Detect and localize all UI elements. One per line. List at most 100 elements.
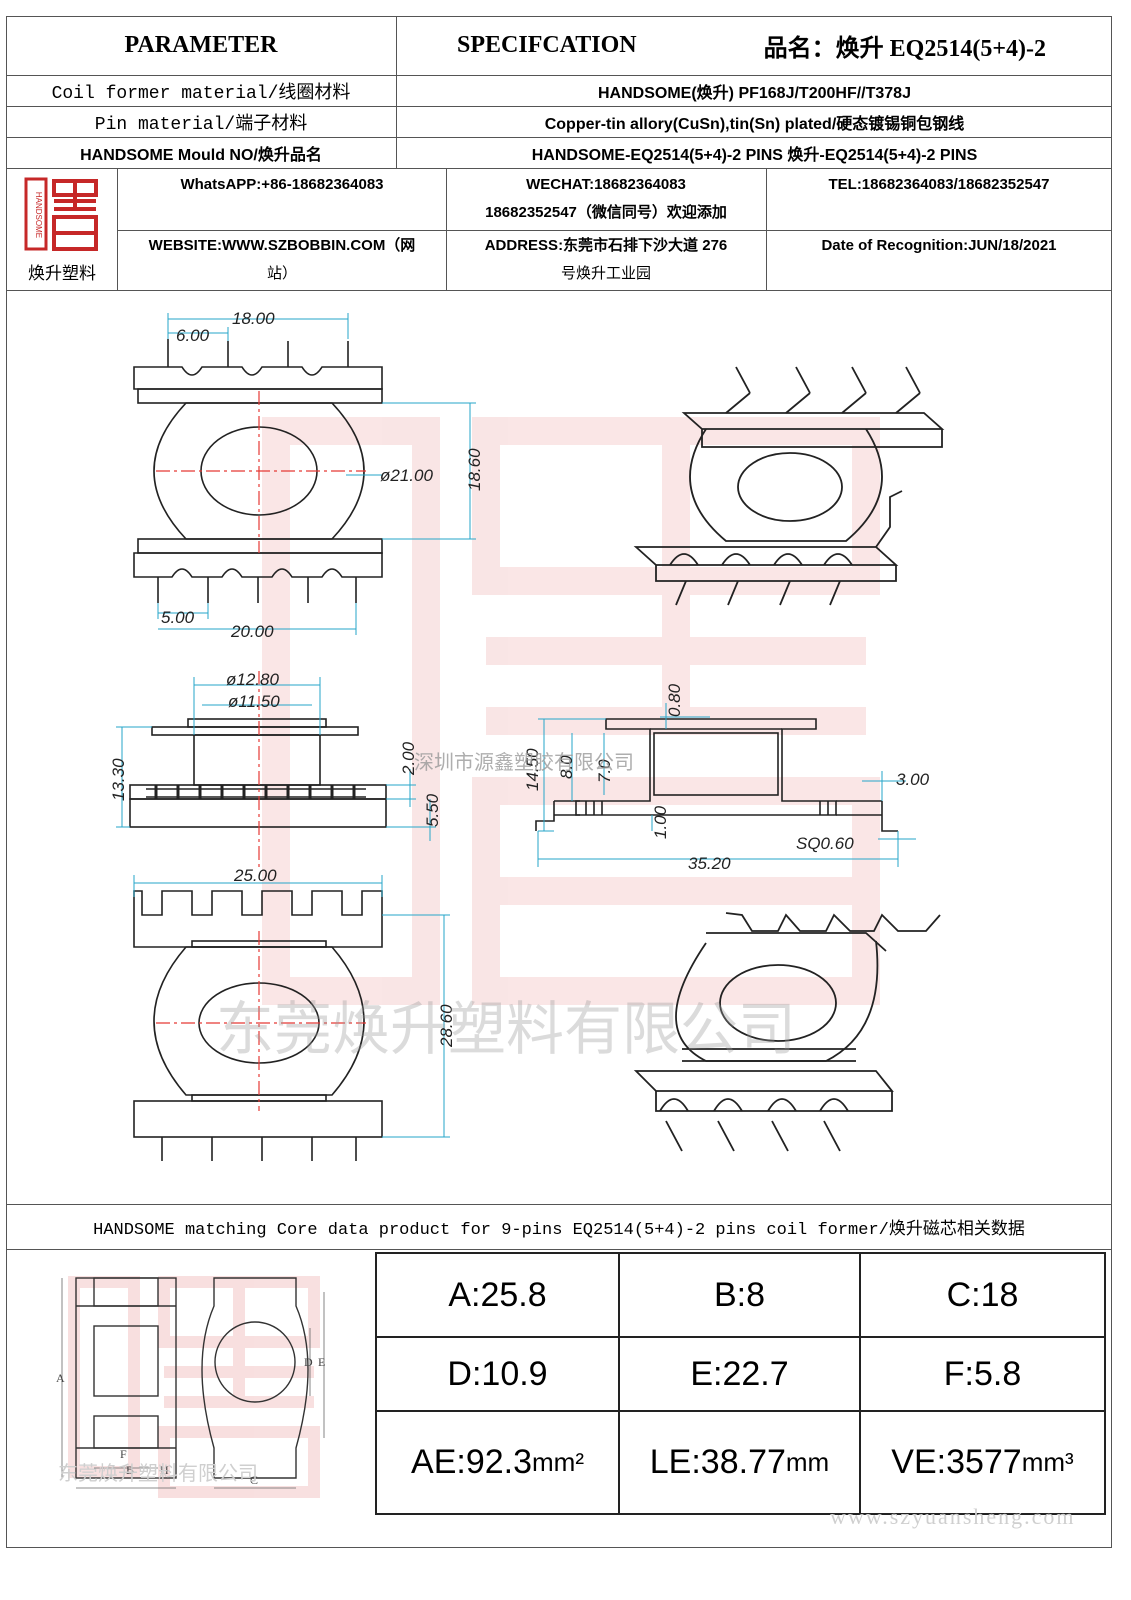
mould-row: HANDSOME Mould NO/焕升品名 HANDSOME-EQ2514(5… <box>6 138 1112 169</box>
material-row: Coil former material/线圈材料 HANDSOME(焕升) P… <box>6 76 1112 107</box>
product-name-value: 焕升 EQ2514(5+4)-2 <box>835 36 1046 62</box>
core-value-ae: AE:92.3 <box>411 1443 532 1481</box>
website-line-2: 站） <box>266 265 297 282</box>
core-label-d: D <box>304 1355 313 1369</box>
dim-pin-span: 35.20 <box>688 854 731 873</box>
address-line-2: 号焕升工业园 <box>560 265 651 282</box>
watermark-company-center: 深圳市源鑫塑胶有限公司 <box>414 750 634 774</box>
dim-winding-8: 8.0 <box>557 755 576 779</box>
dim-bottom-width: 20.00 <box>230 622 274 641</box>
dim-top-pitch: 6.00 <box>176 326 210 345</box>
core-cell-f: F:5.8 <box>861 1338 1104 1412</box>
address-line-1: ADDRESS:东莞市石排下沙大道 276 <box>484 237 728 254</box>
dim-outer-dia: ø12.80 <box>226 670 279 689</box>
core-data-title: HANDSOME matching Core data product for … <box>6 1205 1112 1250</box>
product-name-label: 品名： <box>763 36 836 62</box>
core-label-h: H <box>160 1463 169 1477</box>
core-dimension-lines <box>61 1278 325 1489</box>
dim-pin-offset: 1.00 <box>651 805 670 839</box>
core-top-view <box>201 1277 309 1479</box>
wechat-line-2: 18682352547（微信同号）欢迎添加 <box>485 204 727 221</box>
core-unit-ve: mm³ <box>1021 1447 1074 1477</box>
dim-base-width: 25.00 <box>233 866 277 885</box>
core-value-e: E:22.7 <box>690 1354 789 1393</box>
coil-material-label: Coil former material/线圈材料 <box>6 76 397 106</box>
specification-heading: SPECIFCATION <box>457 32 637 58</box>
logo-mark: HANDSOME <box>34 192 43 238</box>
dim-base-height: 5.50 <box>423 793 442 827</box>
contact-block: HANDSOME 焕升塑料 WhatsAPP:+86-18682364083 W… <box>6 169 1112 291</box>
top-view <box>133 339 383 603</box>
product-name: 品名：焕升 EQ2514(5+4)-2 <box>764 28 1046 63</box>
watermark-company-big: 东莞焕升塑料有限公司 <box>216 995 796 1063</box>
dim-flange-height: 18.60 <box>465 448 484 491</box>
side-section-dimension-lines <box>537 703 916 867</box>
front-view-dimension-lines <box>116 677 436 841</box>
dim-top-width: 18.00 <box>232 309 275 328</box>
dim-flange-thickness: 2.00 <box>399 741 418 776</box>
core-value-a: A:25.8 <box>448 1275 547 1314</box>
dim-flange-dia: ø21.00 <box>380 466 433 485</box>
company-logo: HANDSOME 焕升塑料 <box>6 169 118 291</box>
core-unit-ae: mm² <box>532 1447 584 1477</box>
dim-overall-height: 13.30 <box>109 758 128 801</box>
website-line-1: WEBSITE:WWW.SZBOBBIN.COM（网 <box>148 237 416 254</box>
technical-drawing: 18.00 6.00 ø21.00 18.60 5.00 20.00 ø12.8… <box>6 291 1112 1205</box>
core-label-b: B <box>126 1463 134 1477</box>
logo-caption: 焕升塑料 <box>28 264 96 283</box>
specification-cell: SPECIFCATION 品名：焕升 EQ2514(5+4)-2 <box>397 16 1112 75</box>
wechat-line-1: WECHAT:18682364083 <box>526 176 686 193</box>
side-section-view <box>535 718 898 832</box>
top-view-centerlines <box>156 391 366 553</box>
core-value-b: B:8 <box>713 1275 766 1314</box>
bottom-view-dimension-lines <box>133 875 450 1138</box>
core-value-c: C:18 <box>946 1275 1019 1314</box>
pin-material-value: Copper-tin allory(CuSn),tin(Sn) plated/硬… <box>544 116 965 133</box>
recognition-date: Date of Recognition:JUN/18/2021 <box>821 237 1057 254</box>
top-view-dimension-lines <box>157 313 476 635</box>
dim-inner-dia: ø11.50 <box>228 692 280 711</box>
core-drawing: A B C D E F H 东莞焕升塑料有限公司 <box>56 1276 325 1498</box>
handsome-logo-icon: HANDSOME <box>24 177 98 251</box>
core-label-e: E <box>318 1355 325 1369</box>
dim-pin-length: 3.00 <box>896 770 930 789</box>
core-value-f: F:5.8 <box>943 1354 1022 1393</box>
parameter-heading: PARAMETER <box>6 16 397 75</box>
mould-value: HANDSOME-EQ2514(5+4)-2 PINS 焕升-EQ2514(5+… <box>531 147 978 164</box>
core-label-f: F <box>120 1447 127 1461</box>
bottom-view-centerlines <box>156 931 366 1111</box>
iso-view-top <box>633 366 945 606</box>
pin-row: Pin material/端子材料 Copper-tin allory(CuSn… <box>6 107 1112 138</box>
core-label-a: A <box>56 1371 65 1385</box>
core-label-c: C <box>250 1473 258 1487</box>
core-value-le: LE:38.77 <box>649 1443 786 1481</box>
dim-wall: 0.80 <box>665 683 684 717</box>
dim-pin-square: SQ0.60 <box>796 834 854 853</box>
core-cell-b: B:8 <box>620 1254 861 1338</box>
iso-view-bottom <box>633 912 941 1152</box>
core-value-d: D:10.9 <box>447 1354 548 1393</box>
core-side-view <box>75 1277 177 1479</box>
core-watermark-logo-icon <box>68 1276 320 1498</box>
core-unit-le: mm <box>785 1447 830 1477</box>
pin-material-label: Pin material/端子材料 <box>6 107 397 137</box>
drawing-canvas: 18.00 6.00 ø21.00 18.60 5.00 20.00 ø12.8… <box>109 309 945 1161</box>
core-cell-a: A:25.8 <box>377 1254 620 1338</box>
core-cell-d: D:10.9 <box>377 1338 620 1412</box>
watermark-logo-icon <box>262 417 880 1005</box>
core-cell-e: E:22.7 <box>620 1338 861 1412</box>
mould-label: HANDSOME Mould NO/焕升品名 <box>6 138 397 168</box>
telephone: TEL:18682364083/18682352547 <box>828 176 1050 193</box>
dim-base-depth: 28.60 <box>437 1004 456 1048</box>
dim-bottom-pitch: 5.00 <box>161 608 195 627</box>
spec-sheet <box>6 16 1112 1548</box>
dim-side-total: 14.50 <box>523 748 542 791</box>
core-value-ve: VE:3577 <box>891 1443 1022 1481</box>
whatsapp: WhatsAPP:+86-18682364083 <box>180 176 384 193</box>
coil-material-value: HANDSOME(焕升) PF168J/T200HF//T378J <box>598 85 911 102</box>
watermark-company-small: 东莞焕升塑料有限公司 <box>58 1461 258 1485</box>
watermark-website: www.szyuansheng.com <box>830 1504 1076 1529</box>
